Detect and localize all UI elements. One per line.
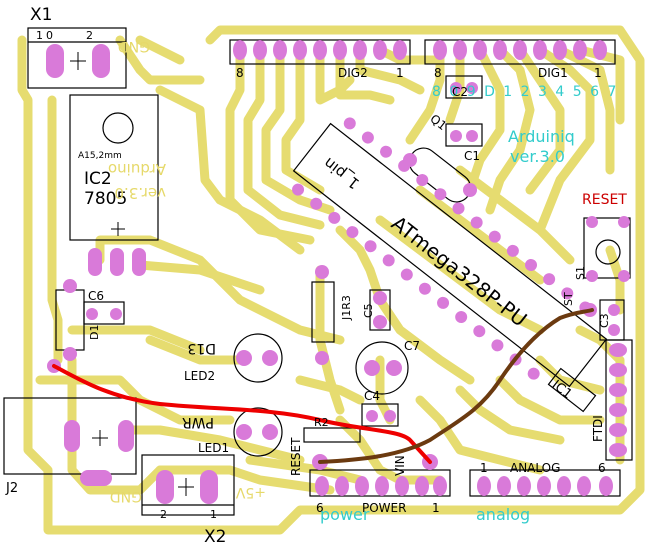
label-power-6: 6	[316, 501, 324, 515]
label-arduiniq-ver: ver.3.0	[510, 147, 565, 166]
label-analog-1: 1	[480, 461, 488, 475]
reset-switch-body	[595, 239, 621, 265]
cap-c3-outline	[599, 299, 625, 341]
cap-c7-body	[355, 341, 409, 395]
label-c3: C3	[598, 313, 611, 328]
misc-pads	[47, 82, 630, 470]
diode-j1r3-outline	[311, 281, 335, 343]
power-pads	[315, 476, 447, 496]
label-j1r3: J1R3	[340, 295, 353, 321]
label-dig1-right: 1	[594, 66, 602, 80]
ic1-outline	[547, 367, 597, 413]
label-power-1: 1	[432, 501, 440, 515]
label-dig1: DIG1	[538, 66, 568, 80]
header-analog-outline	[469, 469, 621, 497]
x1-pads	[46, 44, 110, 78]
drill-marks	[70, 52, 194, 496]
header-power-outline	[309, 469, 451, 497]
label-reset-red: RESET	[582, 192, 627, 208]
ic2-pads	[88, 248, 146, 276]
label-dig2-left: 8	[236, 66, 244, 80]
chip-atmega-outline	[292, 122, 608, 388]
jumper-wire-brown	[318, 308, 594, 464]
connector-x2-outline	[141, 454, 235, 516]
analog-pads	[477, 476, 613, 496]
label-analog: ANALOG	[510, 461, 560, 475]
label-x1: X1	[30, 5, 52, 25]
x2-pads	[156, 470, 218, 504]
label-x1-pin2: 2	[86, 29, 93, 42]
jumper-wire-red	[52, 364, 432, 464]
label-led2: LED2	[184, 369, 215, 383]
label-c7: C7	[404, 339, 420, 353]
label-r2: R2	[314, 416, 329, 429]
label-gnd-top: GND	[118, 38, 150, 54]
reset-switch-outline	[583, 217, 631, 279]
label-dig2: DIG2	[338, 66, 368, 80]
label-arduiniq: Arduiniq	[508, 127, 575, 146]
label-analog-6: 6	[598, 461, 606, 475]
label-s1: S1	[574, 266, 587, 280]
j2-pads	[64, 420, 134, 486]
label-gnd-bottom: GND	[110, 488, 142, 504]
label-power-cyan: power	[320, 505, 370, 524]
cap-c5-outline	[369, 289, 391, 331]
label-plus5v: +5V	[235, 484, 266, 500]
cap-c4-outline	[361, 403, 399, 427]
label-ftdi: FTDI	[591, 415, 605, 442]
silkscreen	[3, 27, 633, 516]
regulator-ic2-outline	[69, 94, 159, 241]
label-ic2-note: A15,2mm	[78, 151, 122, 161]
cap-c6-outline	[83, 301, 125, 325]
cap-c1-outline	[445, 123, 483, 147]
label-chip-pin: 1_pin	[320, 153, 363, 193]
label-arduino-mirror-1: Arduino	[108, 160, 166, 178]
label-c5: C5	[362, 303, 375, 318]
label-d13: D13	[187, 340, 216, 356]
dig1-pads	[433, 40, 607, 60]
resistor-r2-outline	[303, 427, 361, 443]
label-j2: J2	[5, 481, 18, 496]
label-d1: D1	[88, 325, 101, 340]
label-digits-cyan: 8 0 9 D 1 2 3 4 5 6 7	[432, 84, 618, 100]
label-x2-pin1: 1	[210, 508, 217, 521]
label-reset-vertical: RESET	[289, 437, 303, 476]
dc-jack-j2-outline	[3, 397, 137, 475]
label-pwr: PWR	[182, 414, 214, 430]
connector-x1-outline	[27, 27, 127, 89]
cap-c2-outline	[445, 75, 483, 99]
label-dig1-left: 8	[434, 66, 442, 80]
label-arduino-mirror-2: ver.3.0	[114, 184, 166, 202]
label-c2: C2	[452, 85, 468, 99]
regulator-tab-hole	[102, 112, 134, 144]
label-c4: C4	[364, 389, 380, 403]
label-st: ST	[562, 292, 575, 306]
ftdi-pads	[609, 343, 627, 457]
label-x2: X2	[204, 527, 226, 547]
pads	[46, 40, 630, 504]
chip-pins	[292, 117, 592, 380]
label-power: POWER	[362, 501, 406, 515]
label-x1-pin0: 0	[46, 29, 53, 42]
dig2-pads	[233, 40, 407, 60]
led1-body	[233, 407, 283, 457]
label-dig2-right: 1	[396, 66, 404, 80]
label-ic2: IC2	[84, 169, 112, 189]
label-x2-pin2: 2	[160, 508, 167, 521]
label-led1: LED1	[198, 441, 229, 455]
label-x1-pin1: 1	[36, 29, 43, 42]
label-c1: C1	[464, 149, 480, 163]
label-vin: VIN	[393, 455, 407, 476]
label-analog-cyan: analog	[476, 505, 530, 524]
label-c6: C6	[88, 289, 104, 303]
label-ic2-value: 7805	[84, 189, 127, 209]
led2-body	[233, 333, 283, 383]
